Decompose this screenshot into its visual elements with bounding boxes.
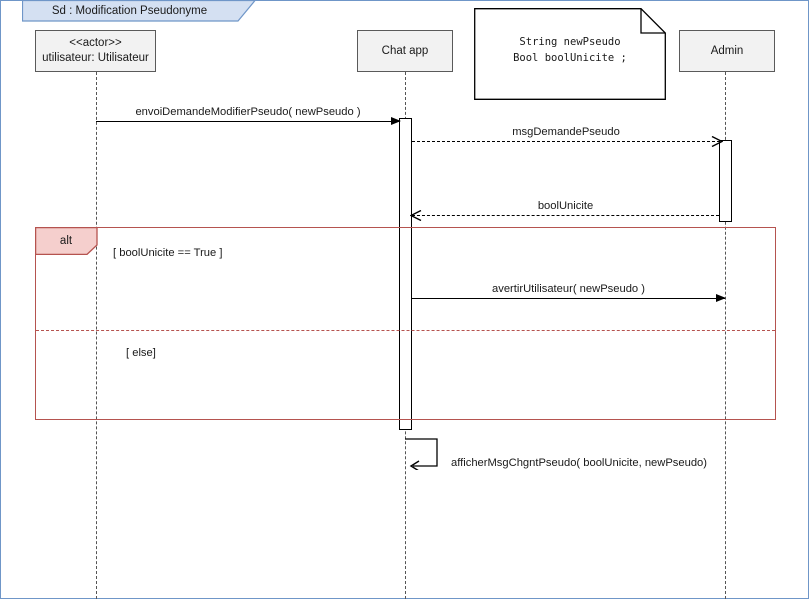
message-avertir-utilisateur[interactable]: avertirUtilisateur( newPseudo ) <box>412 283 726 302</box>
arrowhead-open-icon <box>410 210 422 221</box>
diagram-title-text: Sd : Modification Pseudonyme <box>51 4 208 17</box>
message-line <box>412 215 719 216</box>
arrowhead-open-icon <box>711 136 723 147</box>
message-label: envoiDemandeModifierPseudo( newPseudo ) <box>135 106 361 118</box>
message-line <box>412 141 720 142</box>
alt-fragment-tag: alt <box>35 227 98 255</box>
arrowhead-filled-icon <box>391 116 401 125</box>
message-label: msgDemandePseudo <box>512 126 620 138</box>
message-line <box>96 121 400 122</box>
lifeline-label-chat-app: Chat app <box>381 44 429 57</box>
lifeline-head-admin[interactable]: Admin <box>679 30 775 72</box>
message-msg-demande-pseudo[interactable]: msgDemandePseudo <box>412 126 723 147</box>
message-afficher-msg-chgnt-pseudo[interactable] <box>405 438 445 470</box>
activation-bar-chat-app <box>399 118 412 430</box>
lifeline-line-utilisateur <box>96 72 97 599</box>
self-message-label-wrap: afficherMsgChgntPseudo( boolUnicite, new… <box>451 453 707 471</box>
message-label: avertirUtilisateur( newPseudo ) <box>492 283 645 295</box>
alt-operator-label: alt <box>59 234 73 247</box>
message-label: boolUnicite <box>537 200 594 212</box>
message-envoi-demande-modifier-pseudo[interactable]: envoiDemandeModifierPseudo( newPseudo ) <box>96 106 401 125</box>
lifeline-stereotype-utilisateur: <<actor>> <box>69 37 122 50</box>
message-bool-unicite[interactable]: boolUnicite <box>410 200 719 221</box>
arrowhead-filled-icon <box>716 293 726 302</box>
alt-guard-condition-2: [ else] <box>126 347 156 359</box>
note-line-2: Bool boolUnicite ; <box>513 52 627 64</box>
alt-guard-condition-1: [ boolUnicite == True ] <box>113 247 223 259</box>
message-line <box>412 298 725 299</box>
lifeline-line-admin <box>725 72 726 599</box>
lifeline-head-utilisateur[interactable]: <<actor>> utilisateur: Utilisateur <box>35 30 156 72</box>
lifeline-head-chat-app[interactable]: Chat app <box>357 30 453 72</box>
note-line-1: String newPseudo <box>519 36 621 48</box>
lifeline-label-utilisateur: utilisateur: Utilisateur <box>42 52 149 64</box>
activation-bar-admin <box>719 140 732 222</box>
alt-fragment-frame <box>35 227 776 420</box>
lifeline-label-admin: Admin <box>710 44 744 57</box>
note-declarations: String newPseudo Bool boolUnicite ; <box>474 8 666 100</box>
diagram-title-tab: Sd : Modification Pseudonyme <box>22 0 257 22</box>
alt-fragment-divider <box>36 330 775 331</box>
message-label: afficherMsgChgntPseudo( boolUnicite, new… <box>451 457 708 469</box>
